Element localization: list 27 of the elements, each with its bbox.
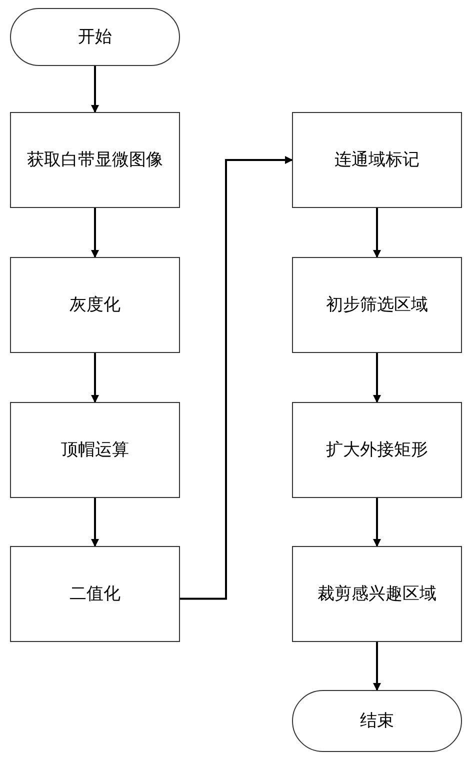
arrow xyxy=(91,353,99,403)
process-box xyxy=(292,402,462,498)
node-label: 顶帽运算 xyxy=(61,439,129,462)
arrow xyxy=(373,353,381,403)
node-label: 获取白带显微图像 xyxy=(27,149,163,172)
arrow xyxy=(91,498,99,547)
process-box xyxy=(10,402,180,498)
arrow xyxy=(91,208,99,258)
arrow xyxy=(180,156,293,600)
node-label: 连通域标记 xyxy=(334,149,420,172)
process-box xyxy=(292,546,462,642)
process-box xyxy=(10,257,180,353)
process-box xyxy=(292,112,462,208)
node-label: 结束 xyxy=(360,710,394,732)
process-box xyxy=(292,257,462,353)
node-label: 灰度化 xyxy=(70,294,120,316)
arrow xyxy=(373,208,381,258)
process-box xyxy=(10,112,180,208)
node-label: 二值化 xyxy=(70,583,120,606)
node-label: 扩大外接矩形 xyxy=(326,439,428,462)
arrow xyxy=(91,66,99,113)
node-label: 开始 xyxy=(78,26,112,48)
node-label: 初步筛选区域 xyxy=(326,294,428,316)
arrow xyxy=(373,642,381,691)
node-label: 裁剪感兴趣区域 xyxy=(318,583,436,606)
process-box xyxy=(10,546,180,642)
arrow xyxy=(373,498,381,547)
